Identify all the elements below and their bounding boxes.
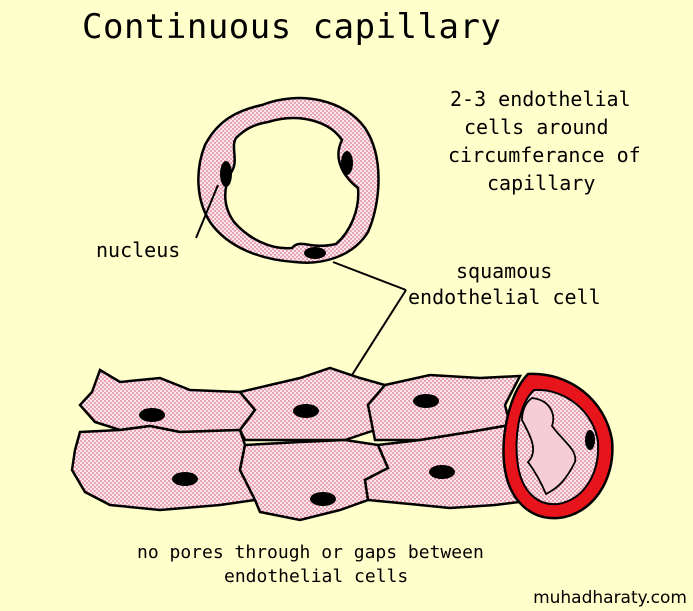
endothelial-cell-bottom-1 [70,424,257,512]
cross-section-nucleus-right [341,151,353,175]
squamous-leader-line-1 [332,261,407,291]
squamous-leader-line-2 [351,289,407,376]
footer-caption-line-1: no pores through or gaps between [137,542,484,563]
cross-section-nucleus-bottom [304,247,326,259]
endothelial-cell-top-2 [237,366,388,442]
circumference-note-line-3: circumferance of [448,143,641,167]
tube-nucleus-3 [413,394,439,408]
tube-nucleus-2 [293,404,319,418]
nucleus-label: nucleus [96,238,181,262]
leader-lines [195,184,407,376]
cross-section-lumen [224,116,360,250]
tube-cut-end [502,372,614,520]
tube-nucleus-6 [429,465,455,479]
cross-section-nucleus-left [220,161,232,187]
endothelial-cell-top-1 [78,368,257,434]
capillary-cross-section [197,96,380,264]
watermark: muhadharaty.com [533,588,687,608]
circumference-note-line-2: cells around [464,115,609,139]
squamous-label-line-2: endothelial cell [408,285,601,309]
tube-nucleus-5 [310,492,336,506]
circumference-note-line-1: 2-3 endothelial [450,87,631,111]
tube-nucleus-4 [172,472,198,486]
capillary-tube [70,366,614,522]
tube-nucleus-1 [139,408,165,422]
nucleus-leader-line [195,184,219,239]
tube-nuclei [139,394,455,506]
circumference-note-line-4: capillary [487,171,596,195]
squamous-label-line-1: squamous [456,259,553,283]
diagram-title: Continuous capillary [82,7,502,47]
footer-caption-line-2: endothelial cells [224,566,409,587]
cut-end-nucleus [585,430,595,450]
cut-end-lumen [521,397,577,496]
